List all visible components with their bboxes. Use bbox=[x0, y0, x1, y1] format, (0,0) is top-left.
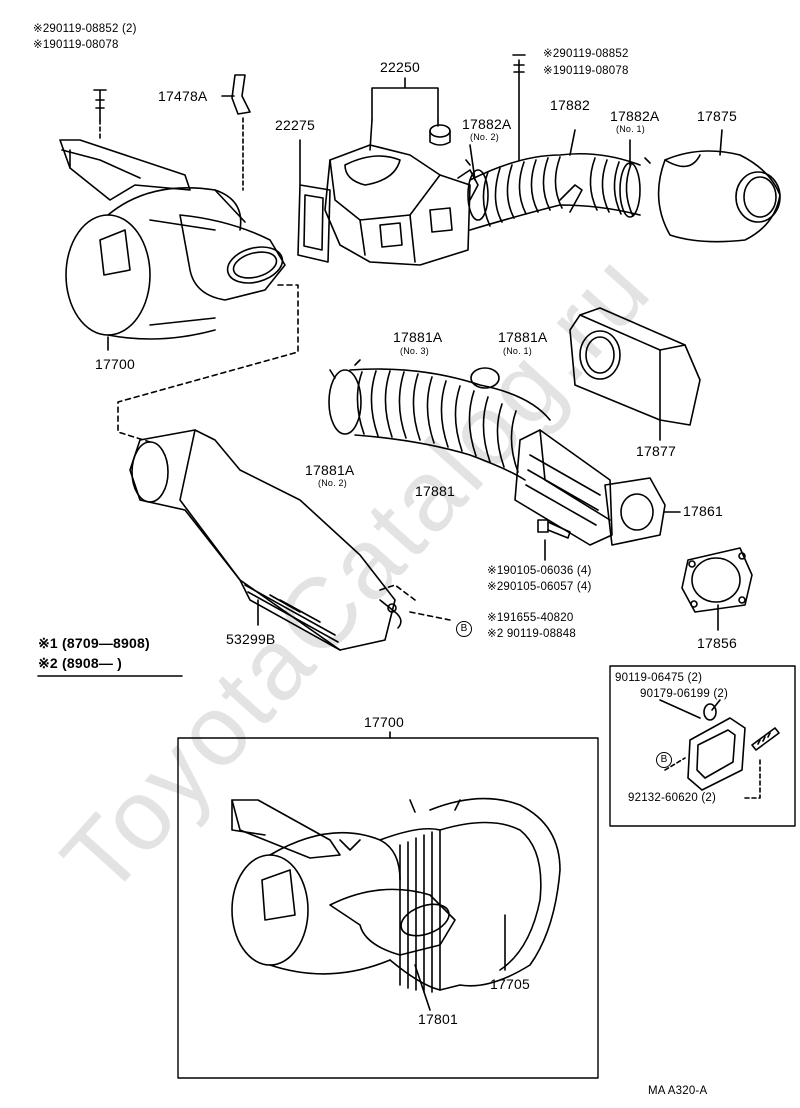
label-17881a-no2-sub: (No. 2) bbox=[318, 478, 347, 488]
label-17881a-no3-sub: (No. 3) bbox=[400, 346, 429, 356]
legend-2: ※2 (8908— ) bbox=[38, 655, 122, 671]
label-17882a-no2: 17882A bbox=[462, 116, 512, 132]
label-inset-1: 90119-06475 (2) bbox=[615, 672, 703, 684]
label-17700-bottom: 17700 bbox=[364, 714, 404, 730]
label-inset-3: 92132-60620 (2) bbox=[628, 792, 717, 804]
label-bolt-b-1: ※191655-40820 bbox=[487, 612, 574, 624]
label-inset-2: 90179-06199 (2) bbox=[640, 688, 729, 700]
resonator-17877 bbox=[569, 307, 701, 441]
label-17882a-no1: 17882A bbox=[610, 108, 660, 124]
air-cleaner-exploded bbox=[177, 731, 599, 1079]
air-cleaner-top bbox=[59, 89, 286, 351]
label-17801: 17801 bbox=[418, 1011, 458, 1027]
label-17881a-no3: 17881A bbox=[393, 329, 443, 345]
dashed-leader-1 bbox=[117, 284, 299, 443]
label-17881a-no1-sub: (No. 1) bbox=[503, 346, 532, 356]
intake-hose-17881 bbox=[328, 359, 551, 481]
label-22250: 22250 bbox=[380, 59, 420, 75]
label-bolt-top-right-1: ※190119-08078 bbox=[543, 65, 629, 77]
label-17856: 17856 bbox=[697, 635, 737, 651]
label-17882a-no2-sub: (No. 2) bbox=[470, 132, 499, 142]
clip-17478a bbox=[221, 74, 251, 191]
legend-1: ※1 (8709—8908) bbox=[38, 635, 150, 651]
inset-b-marker: B bbox=[656, 750, 672, 768]
air-flow-meter bbox=[297, 77, 479, 266]
label-17881a-no1: 17881A bbox=[498, 329, 548, 345]
label-17881a-no2: 17881A bbox=[305, 462, 355, 478]
boot-17875 bbox=[657, 129, 781, 243]
label-22275: 22275 bbox=[275, 117, 315, 133]
b-circle-marker: B bbox=[456, 619, 472, 637]
label-17877: 17877 bbox=[636, 443, 676, 459]
label-bolt-top-right-2: ※290119-08852 bbox=[543, 48, 629, 60]
inset-box bbox=[609, 665, 796, 827]
label-bolt-b-2: ※2 90119-08848 bbox=[487, 628, 576, 640]
label-17700-top: 17700 bbox=[95, 356, 135, 372]
intake-hose-17882 bbox=[465, 54, 651, 231]
label-17478a: 17478A bbox=[158, 88, 208, 104]
intake-duct-53299b bbox=[129, 429, 451, 651]
label-bolt-top-left-2: ※290119-08852 (2) bbox=[33, 23, 137, 35]
label-17882a-no1-sub: (No. 1) bbox=[616, 124, 645, 134]
label-bolt-mid-1: ※190105-06036 (4) bbox=[487, 565, 592, 577]
label-17882: 17882 bbox=[550, 97, 590, 113]
label-bolt-top-left-1: ※190119-08078 bbox=[33, 39, 119, 51]
footer-code: MA A320-A bbox=[648, 1085, 708, 1097]
label-17861: 17861 bbox=[683, 503, 723, 519]
label-17881: 17881 bbox=[415, 483, 455, 499]
label-17705: 17705 bbox=[490, 976, 530, 992]
duct-17861 bbox=[514, 429, 681, 546]
gasket-17856 bbox=[681, 547, 753, 631]
label-17875: 17875 bbox=[697, 108, 737, 124]
label-bolt-mid-2: ※290105-06057 (4) bbox=[487, 581, 592, 593]
label-53299b: 53299B bbox=[226, 631, 276, 647]
bolt-90105 bbox=[537, 519, 571, 561]
